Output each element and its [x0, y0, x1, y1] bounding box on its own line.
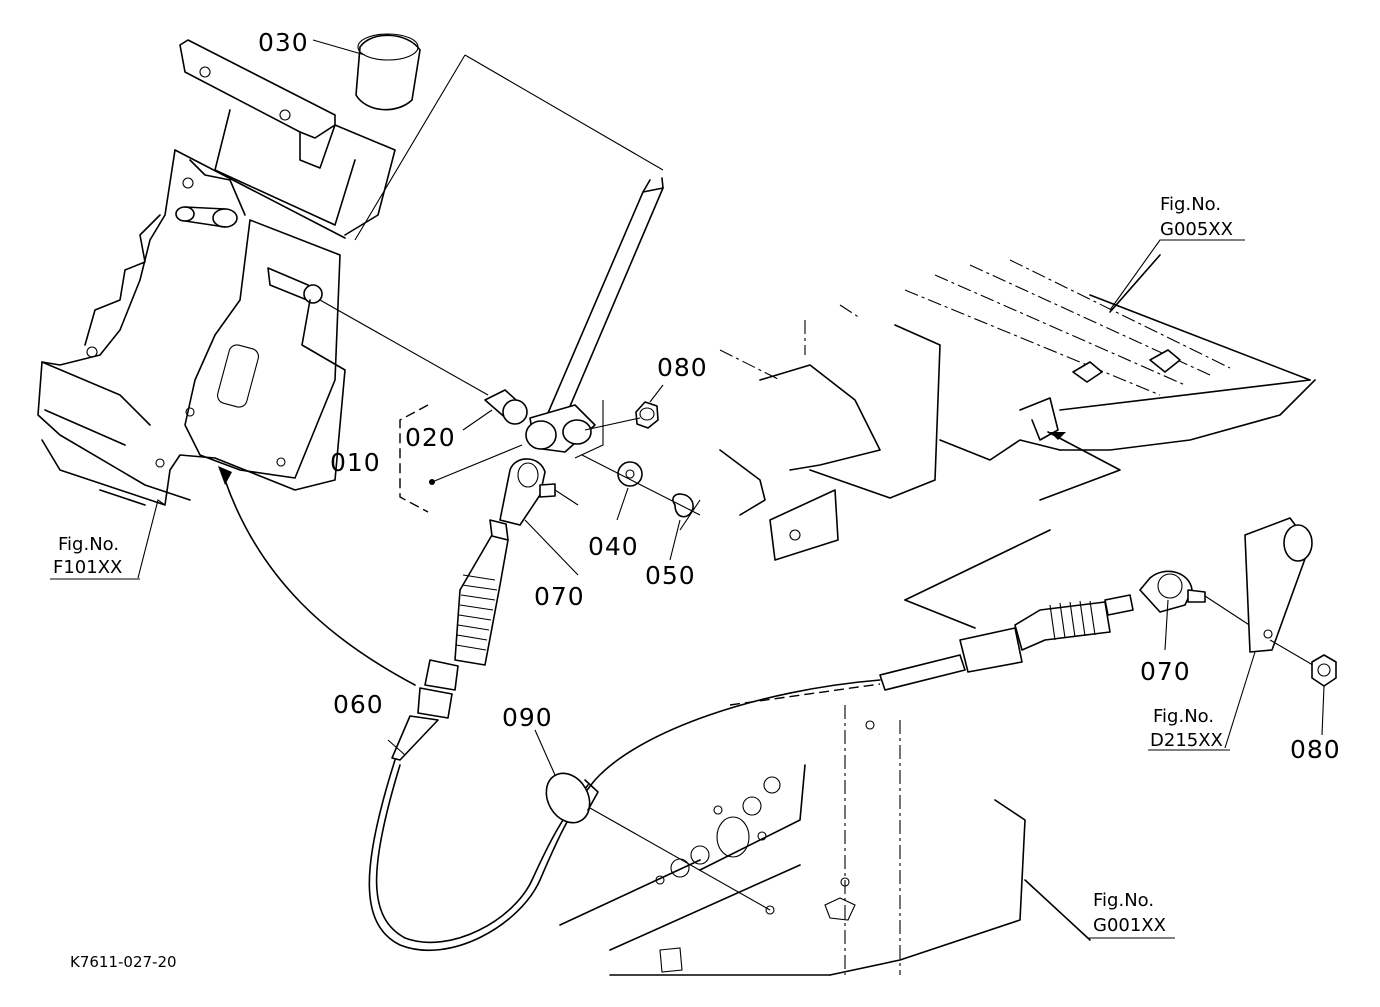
ball-joint-070-upper — [499, 458, 579, 526]
column-bracket-assembly — [37, 39, 396, 506]
part-label-070-lower: 070 — [1140, 657, 1191, 686]
leader-lines — [137, 39, 1325, 776]
knob-leader-box — [354, 54, 664, 241]
group-bracket-010 — [399, 404, 523, 513]
part-label-050: 050 — [645, 561, 696, 590]
fig-code: G005XX — [1160, 219, 1233, 240]
routing-arrow — [218, 466, 416, 686]
knob-030 — [355, 33, 421, 111]
control-cable-060 — [368, 519, 881, 951]
part-label-040: 040 — [588, 532, 639, 561]
fig-code: F101XX — [53, 557, 122, 578]
fig-label: Fig.No. — [58, 534, 119, 555]
part-label-030: 030 — [258, 28, 309, 57]
fig-label: Fig.No. — [1153, 706, 1214, 727]
fig-ref-g005: Fig.No. G005XX — [1160, 194, 1233, 240]
lever-arm-right — [1244, 517, 1319, 669]
cable-end-right — [879, 529, 1134, 691]
fig-code: D215XX — [1150, 730, 1223, 751]
fig-label: Fig.No. — [1093, 890, 1154, 911]
part-label-010: 010 — [330, 448, 381, 477]
fig-label: Fig.No. — [1160, 194, 1221, 215]
frame-g005 — [719, 254, 1316, 561]
panel-g001 — [559, 705, 1091, 976]
part-label-060: 060 — [333, 690, 384, 719]
nut-080-lower — [1311, 654, 1337, 687]
clamp-090 — [545, 772, 771, 911]
change-lever — [525, 177, 664, 453]
fig-ref-d215: Fig.No. D215XX — [1148, 706, 1230, 751]
fig-ref-g001: Fig.No. G001XX — [1088, 890, 1175, 939]
fig-code: G001XX — [1093, 915, 1166, 936]
part-label-090: 090 — [502, 703, 553, 732]
drawing-code: K7611-027-20 — [70, 953, 177, 971]
washer-040 — [617, 461, 643, 487]
part-label-080-lower: 080 — [1290, 735, 1341, 764]
part-label-080-upper: 080 — [657, 353, 708, 382]
clip-050 — [581, 454, 701, 531]
nut-080-upper — [574, 400, 659, 459]
fig-ref-f101: Fig.No. F101XX — [50, 534, 140, 580]
collar-020 — [319, 299, 528, 425]
part-label-070-upper: 070 — [534, 582, 585, 611]
part-label-020: 020 — [405, 423, 456, 452]
ball-joint-070-lower — [1139, 570, 1261, 633]
